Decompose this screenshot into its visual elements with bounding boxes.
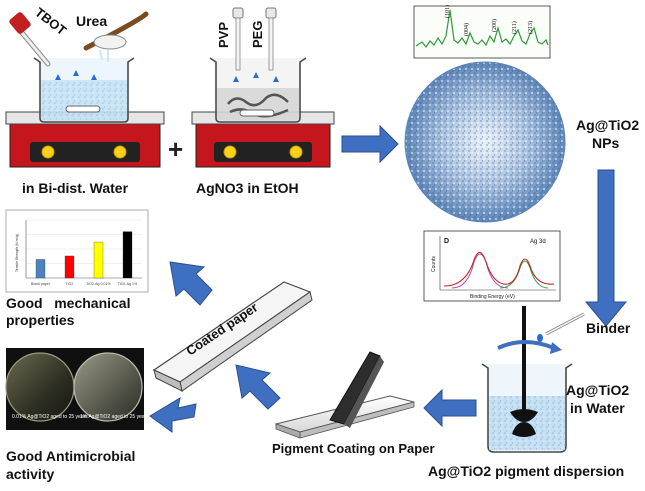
bar-category-label: Blank paper bbox=[31, 282, 51, 286]
bar-1 bbox=[64, 255, 75, 279]
reagent-peg-pipette bbox=[265, 7, 277, 71]
xps-panel: D Ag 3d Binding Energy (eV) Counts bbox=[423, 230, 561, 302]
petri-left-caption: 0.01% Ag@TiO2 aged to 25 years bbox=[12, 414, 88, 420]
arrow-to-nps bbox=[341, 124, 399, 164]
xps-fit-peak-1 bbox=[451, 253, 509, 289]
bar-category-label: TiO2 bbox=[66, 282, 74, 286]
bar-category-label: TiO2-Ag 0.01% bbox=[86, 282, 111, 286]
reagent-urea-spoon bbox=[83, 11, 149, 62]
xrd-peak-label: (211) bbox=[511, 21, 518, 34]
antimicrobial-label-line2: activity bbox=[6, 466, 55, 482]
arrow-down-right bbox=[584, 169, 628, 327]
beaker-ethanol bbox=[209, 57, 307, 123]
antimicrobial-label-line1: Good Antimicrobial bbox=[6, 448, 136, 464]
bar-chart-ylabel: Tensile Strength (N·m/g) bbox=[15, 234, 19, 272]
reagent-tbot-label: TBOT bbox=[32, 5, 69, 39]
arrow-from-dispersion bbox=[423, 388, 477, 428]
arrow-to-mechanical bbox=[169, 261, 213, 306]
dispersion-label: Ag@TiO2 pigment dispersion bbox=[428, 463, 625, 479]
xrd-peak-label: (213) bbox=[527, 21, 534, 34]
bar-category-label: TiO2-Ag 1% bbox=[118, 282, 138, 286]
xps-fit-peak-2 bbox=[499, 260, 549, 289]
petri-dish-left bbox=[5, 352, 75, 422]
water-step-label: in Bi-dist. Water bbox=[22, 180, 129, 196]
nps-label-line2: NPs bbox=[592, 135, 620, 151]
reagent-urea-label: Urea bbox=[76, 13, 107, 29]
xrd-peak-label: (200) bbox=[491, 19, 498, 32]
coating-label: Pigment Coating on Paper bbox=[272, 441, 435, 456]
ethanol-step-label: AgNO3 in EtOH bbox=[196, 180, 299, 196]
reagent-pvp-label: PVP bbox=[216, 22, 231, 48]
arrow-from-coating bbox=[235, 364, 281, 410]
binder-label: Binder bbox=[586, 320, 631, 336]
petri-right-caption: 1% Ag@TiO2 aged to 25 years bbox=[80, 414, 149, 420]
xrd-peak-label: (004) bbox=[463, 23, 470, 36]
xps-title: Ag 3d bbox=[530, 239, 546, 245]
petri-dish-right bbox=[73, 352, 143, 422]
bar-0 bbox=[35, 259, 46, 279]
xrd-peak-label: (101) bbox=[444, 5, 451, 18]
nps-label-line1: Ag@TiO2 bbox=[576, 117, 640, 133]
xps-xlabel: Binding Energy (eV) bbox=[470, 294, 515, 300]
dispersion-beaker bbox=[481, 306, 585, 453]
xrd-panel: (101) (004) (200) (211) (213) bbox=[413, 5, 551, 59]
petri-dishes: 0.01% Ag@TiO2 aged to 25 years 1% Ag@TiO… bbox=[5, 348, 149, 430]
xrd-trace bbox=[415, 9, 549, 49]
reagent-tbot-pipette bbox=[9, 12, 51, 67]
beaker-water bbox=[33, 57, 135, 123]
reagent-peg-label: PEG bbox=[250, 21, 265, 48]
xps-ylabel: Counts bbox=[431, 256, 437, 272]
plus-sign: + bbox=[168, 134, 183, 164]
mechanical-bar-chart: Tensile Strength (N·m/g) Blank paper TiO2 T… bbox=[5, 209, 149, 293]
reagent-pvp-pipette bbox=[232, 7, 244, 71]
nps-micrograph bbox=[404, 61, 566, 223]
in-water-line1: Ag@TiO2 bbox=[566, 382, 630, 398]
mechanical-label-line1: Good mechanical bbox=[6, 295, 131, 311]
bar-3 bbox=[122, 231, 133, 279]
in-water-line2: in Water bbox=[570, 400, 625, 416]
coated-paper bbox=[152, 281, 313, 392]
coating-device bbox=[274, 351, 415, 439]
xps-panel-letter: D bbox=[444, 238, 449, 245]
arrow-to-antimicrobial bbox=[149, 396, 197, 433]
mechanical-label-line2: properties bbox=[6, 312, 75, 328]
bar-2 bbox=[93, 241, 104, 279]
xps-envelope bbox=[443, 251, 555, 287]
